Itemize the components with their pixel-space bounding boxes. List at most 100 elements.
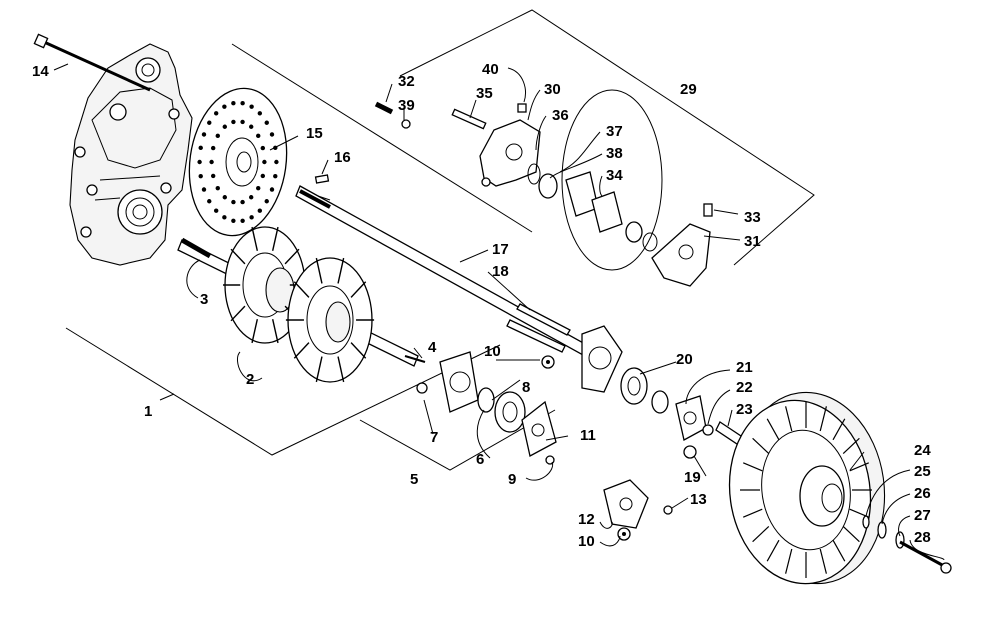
shaft-key-18 [506,303,571,353]
clutch-fin [849,462,870,472]
sprocket-right [285,257,375,383]
bolt-7 [416,382,428,394]
piston-38 [538,173,558,199]
sprocket-tooth [337,257,345,284]
clutch-fin [752,437,770,454]
brake-pad-34 [565,171,623,233]
callout-3: 3 [200,291,208,308]
screw-13 [663,505,673,515]
disc-hole [207,199,212,204]
disc-hole [210,145,216,151]
callout-7: 7 [430,429,438,446]
bearing-8 [477,387,526,433]
sprocket-tooth [230,248,246,265]
callout-39: 39 [398,97,415,114]
group-29-bracket [399,9,815,266]
bearing-20 [620,367,669,414]
pin-35 [451,108,487,130]
disc-hole [240,101,245,106]
callout-34: 34 [606,167,623,184]
washer-22 [702,424,714,436]
disc-hole [197,159,202,165]
callout-31: 31 [744,233,761,250]
group-5-bracket [359,409,556,471]
clutch-fin [832,539,846,562]
disc-hole [198,173,203,179]
callout-18: 18 [492,263,509,280]
nut-10-upper [541,355,555,369]
disc-hole [231,119,236,125]
plate-21 [675,395,707,441]
disc-hole [264,120,269,125]
callout-16: 16 [334,149,351,166]
disc-hole [222,215,227,220]
clutch-fin [766,539,780,562]
callout-13: 13 [690,491,707,508]
clutch-fin [842,526,860,543]
callout-37: 37 [606,123,623,140]
callout-22: 22 [736,379,753,396]
callout-5: 5 [410,471,418,488]
bolt-14 [33,33,151,92]
chaincase-housing [69,43,193,266]
bleeder-40 [517,103,527,113]
brake-disc [188,87,288,237]
callout-33: 33 [744,209,761,226]
sprocket-left [223,226,307,344]
group-1-bracket [65,43,533,456]
disc-hole [256,133,261,139]
disc-hole [274,159,279,165]
bleeder-33 [703,203,713,217]
callout-labels: 1 2 3 4 5 6 7 8 9 10 10 11 12 13 14 15 1… [32,61,931,550]
clutch-fin [819,548,827,574]
bolt-28 [899,540,952,574]
washers-25-27 [862,515,905,549]
callout-1: 1 [144,403,152,420]
callout-8: 8 [522,379,530,396]
key-16 [314,174,330,184]
disc-hole [257,111,263,116]
disc-hole [201,187,207,192]
disc-hole [207,120,212,125]
callout-11: 11 [580,427,596,444]
callout-40: 40 [482,61,499,78]
disc-hole [240,119,245,125]
callout-6: 6 [476,451,484,468]
callout-9: 9 [508,471,516,488]
disc-hole [264,199,269,204]
callout-24: 24 [914,442,931,459]
callout-20: 20 [676,351,693,368]
callout-17: 17 [492,241,509,258]
disc-hole [215,185,220,191]
disc-hole [269,132,275,137]
caliper-body-30 [479,119,541,187]
flange-plate-11 [521,400,557,457]
sprocket-tooth [271,319,279,344]
clutch-fin [785,406,793,432]
bearing-cap-12 [603,479,649,529]
flange-plate-6 [439,351,479,413]
disc-hole [257,208,263,213]
disc-hole [262,159,267,165]
washer-39 [401,119,411,129]
sprocket-tooth [284,248,300,265]
disc-hole [273,173,278,179]
sprocket-tooth [350,281,367,298]
oring-36 [527,163,541,185]
disc-hole [210,173,216,179]
callout-10-lower: 10 [578,533,595,550]
disc-hole [249,215,254,220]
callout-2: 2 [246,371,254,388]
disc-hole [231,218,236,223]
bolt-32 [374,101,394,115]
disc-hole [240,199,245,205]
disc-hole [249,124,254,129]
sprocket-tooth [251,319,259,344]
pin-4 [404,355,426,363]
callout-14: 14 [32,63,49,80]
clutch-fin [832,418,846,441]
disc-hole [198,145,203,151]
callout-35: 35 [476,85,493,102]
